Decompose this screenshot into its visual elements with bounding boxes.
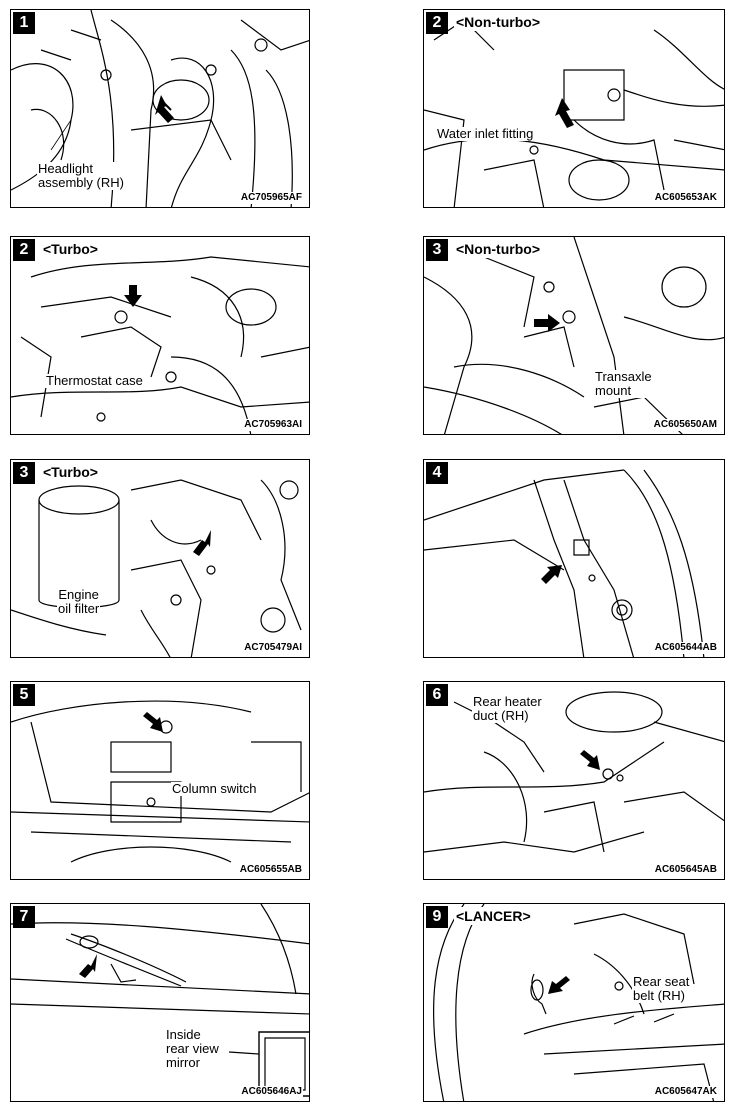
panel-step-3-turbo: 3 <Turbo> Engine oil filter AC705479AI (10, 459, 310, 658)
step-number-badge: 4 (426, 462, 448, 484)
variant-label: <LANCER> (454, 907, 533, 925)
figure-code: AC705965AF (239, 192, 303, 204)
step-number-badge: 2 (426, 12, 448, 34)
panel-step-3-non-turbo: 3 <Non-turbo> Transaxle mount AC605650AM (423, 236, 725, 435)
pointer-arrow-icon (580, 750, 600, 770)
step-number-badge: 3 (13, 462, 35, 484)
underbody-illustration (424, 469, 705, 657)
panel-step-2-non-turbo: 2 <Non-turbo> Water inlet fitting AC6056… (423, 9, 725, 208)
panel-step-6: 6 Rear heater duct (RH) AC605645AB (423, 681, 725, 880)
callout-label: Column switch (171, 781, 258, 796)
dashboard-illustration (11, 700, 309, 863)
variant-label: <Non-turbo> (454, 240, 542, 258)
figure-code: AC605653AK (653, 192, 718, 204)
figure-code: AC605650AM (652, 419, 718, 431)
figure-code: AC705479AI (243, 642, 303, 654)
pointer-arrow-icon (124, 285, 142, 307)
figure-code: AC605645AB (653, 864, 718, 876)
engine-bay-illustration (11, 256, 309, 434)
engine-bay-illustration (11, 10, 309, 207)
callout-label: Engine oil filter (57, 587, 101, 616)
step-number-badge: 9 (426, 906, 448, 928)
step-number-badge: 2 (13, 239, 35, 261)
pointer-arrow-icon (155, 95, 174, 123)
figure-code: AC605655AB (238, 864, 303, 876)
figure-code: AC605647AK (653, 1086, 718, 1098)
figure-code: AC705963AI (243, 419, 303, 431)
panel-step-7: 7 Inside rear view mirror AC605646AJ (10, 903, 310, 1102)
panel-step-9-lancer: 9 <LANCER> Rear seat belt (RH) AC605647A… (423, 903, 725, 1102)
roof-interior-illustration (11, 904, 309, 1097)
engine-bay-illustration (424, 237, 724, 434)
pointer-arrow-icon (143, 712, 163, 732)
step-number-badge: 1 (13, 12, 35, 34)
rear-seat-illustration (433, 904, 724, 1101)
callout-label: Rear seat belt (RH) (632, 974, 691, 1003)
step-number-badge: 3 (426, 239, 448, 261)
callout-label: Thermostat case (45, 373, 144, 388)
panel-step-2-turbo: 2 <Turbo> Thermostat case AC705963AI (10, 236, 310, 435)
panel-step-4: 4 AC605644AB (423, 459, 725, 658)
pointer-arrow-icon (193, 530, 211, 556)
pointer-arrow-icon (555, 98, 574, 128)
pointer-arrow-icon (79, 954, 97, 978)
callout-label: Rear heater duct (RH) (472, 694, 543, 723)
variant-label: <Turbo> (41, 463, 100, 481)
pointer-arrow-icon (534, 314, 560, 332)
pointer-arrow-icon (541, 565, 562, 584)
step-number-badge: 7 (13, 906, 35, 928)
variant-label: <Non-turbo> (454, 13, 542, 31)
step-number-badge: 5 (13, 684, 35, 706)
variant-label: <Turbo> (41, 240, 100, 258)
callout-label: Transaxle mount (594, 369, 653, 398)
callout-label: Water inlet fitting (436, 126, 535, 141)
pointer-arrow-icon (548, 976, 570, 994)
step-number-badge: 6 (426, 684, 448, 706)
callout-label: Inside rear view mirror (165, 1027, 220, 1070)
figure-code: AC605646AJ (240, 1086, 303, 1098)
callout-label: Headlight assembly (RH) (37, 161, 125, 190)
figure-code: AC605644AB (653, 642, 718, 654)
panel-step-1: 1 Headlight assembly (RH) AC705965AF (10, 9, 310, 208)
panel-step-5: 5 Column switch AC605655AB (10, 681, 310, 880)
